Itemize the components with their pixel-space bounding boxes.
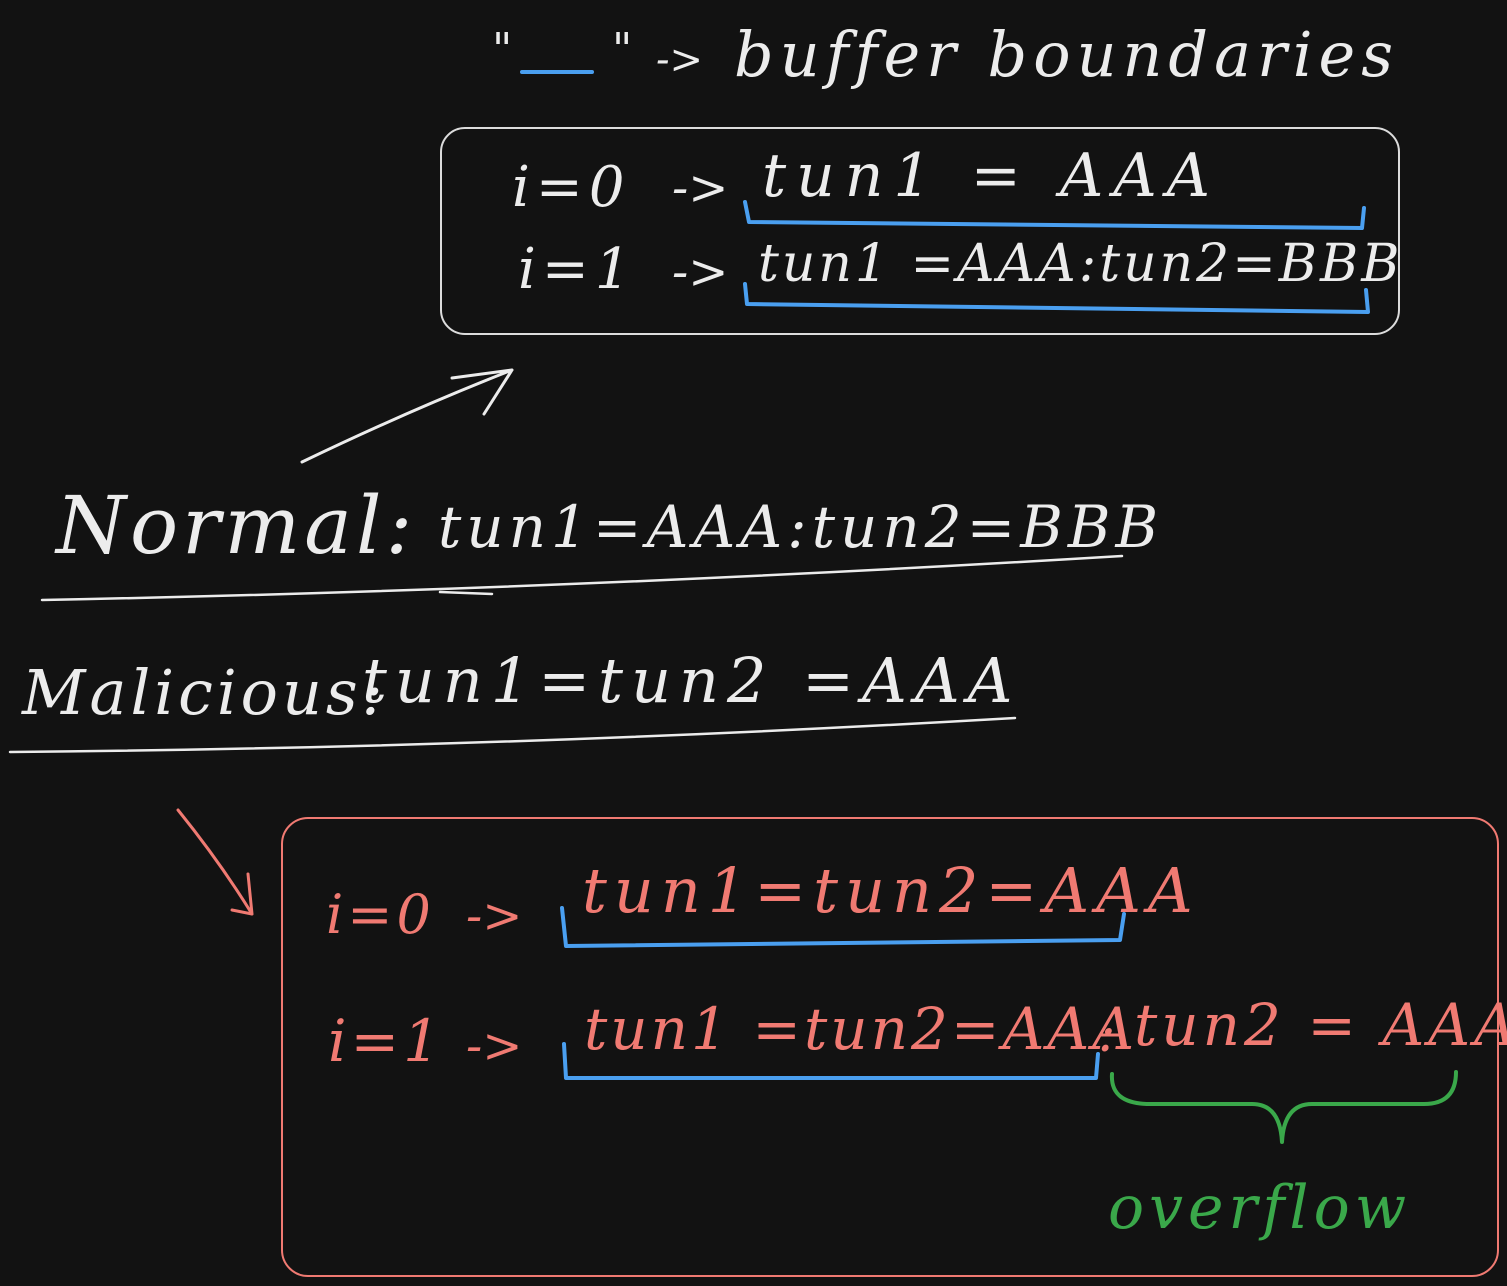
normal-row1-arrow: -> xyxy=(672,244,729,300)
normal-row1-index: i=1 xyxy=(518,237,637,302)
normal-value: tun1=AAA:tun2=BBB xyxy=(438,493,1164,561)
normal-row1-boundary xyxy=(743,282,1370,314)
normal-row0-content: tun1 = AAA xyxy=(762,141,1220,211)
malicious-row0-content: tun1=tun2=AAA xyxy=(582,854,1200,927)
legend-label: buffer boundaries xyxy=(734,18,1400,91)
malicious-row0-arrow: -> xyxy=(466,888,523,944)
normal-row0-boundary xyxy=(743,200,1366,230)
normal-row0-arrow: -> xyxy=(672,160,729,216)
legend-quote-close: " xyxy=(612,24,633,75)
malicious-underline xyxy=(8,716,1017,754)
malicious-value: tun1=tun2 =AAA xyxy=(362,644,1021,717)
malicious-row1-separator: : xyxy=(1098,1004,1116,1064)
malicious-arrow xyxy=(176,808,254,916)
normal-row1-content: tun1 =AAA:tun2=BBB xyxy=(758,234,1403,294)
legend-quote-open: " xyxy=(492,24,513,75)
malicious-row1-arrow: -> xyxy=(466,1018,523,1074)
malicious-row1-index: i=1 xyxy=(328,1007,445,1075)
malicious-row0-boundary xyxy=(560,906,1126,948)
malicious-row1-content: tun1 =tun2=AAA xyxy=(584,995,1138,1063)
malicious-row1-boundary xyxy=(562,1042,1100,1080)
normal-value-underline xyxy=(438,590,494,596)
normal-underline xyxy=(40,554,1124,602)
malicious-row0-index: i=0 xyxy=(326,883,435,946)
malicious-row1-overflow-content: tun2 = AAA xyxy=(1134,991,1507,1059)
normal-arrow xyxy=(300,368,514,464)
overflow-label: overflow xyxy=(1108,1173,1412,1243)
malicious-buffer-box xyxy=(281,817,1499,1277)
legend-arrow: -> xyxy=(656,37,704,83)
overflow-brace xyxy=(1109,1070,1458,1144)
normal-buffer-box xyxy=(440,127,1400,335)
malicious-label: Malicious: xyxy=(22,656,387,729)
normal-row0-index: i=0 xyxy=(512,155,631,220)
normal-label: Normal: xyxy=(56,479,417,572)
